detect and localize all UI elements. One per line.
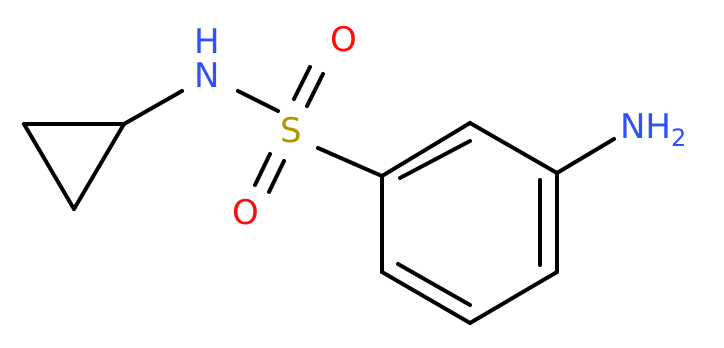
bond-s-o-bottom-1 <box>253 152 272 187</box>
bond-ring-1 <box>380 121 472 178</box>
atom-s-label: S <box>280 111 302 151</box>
atom-nh2-main: NH <box>620 107 671 147</box>
atom-o-top-label: O <box>330 20 357 60</box>
atom-labels: H N O S O NH2 <box>194 20 686 233</box>
atom-n-label: N <box>194 56 219 96</box>
bond-ring-inner-3 <box>396 262 472 307</box>
atom-h-label: H <box>194 22 220 62</box>
bond-ring-2 <box>468 121 559 175</box>
bond-ring-nh2 <box>555 137 616 175</box>
atom-o-bottom-label: O <box>232 193 259 233</box>
atom-nh2-label: NH2 <box>620 107 686 152</box>
bonds <box>22 65 616 325</box>
bond-cyclopropyl-nh <box>122 89 184 126</box>
bond-ring-5 <box>380 270 472 325</box>
bond-cyclopropyl-3 <box>22 122 76 211</box>
bond-s-o-top-1 <box>292 65 312 101</box>
bond-s-o-bottom-2 <box>267 159 286 194</box>
bond-ring-inner-1 <box>398 139 472 180</box>
bond-s-ring <box>316 146 384 178</box>
bond-ring-4 <box>468 270 559 325</box>
bond-cyclopropyl-2 <box>72 122 126 211</box>
bond-s-o-top-2 <box>305 72 325 108</box>
bond-nh-s <box>236 89 280 113</box>
atom-nh2-subscript: 2 <box>671 124 686 152</box>
